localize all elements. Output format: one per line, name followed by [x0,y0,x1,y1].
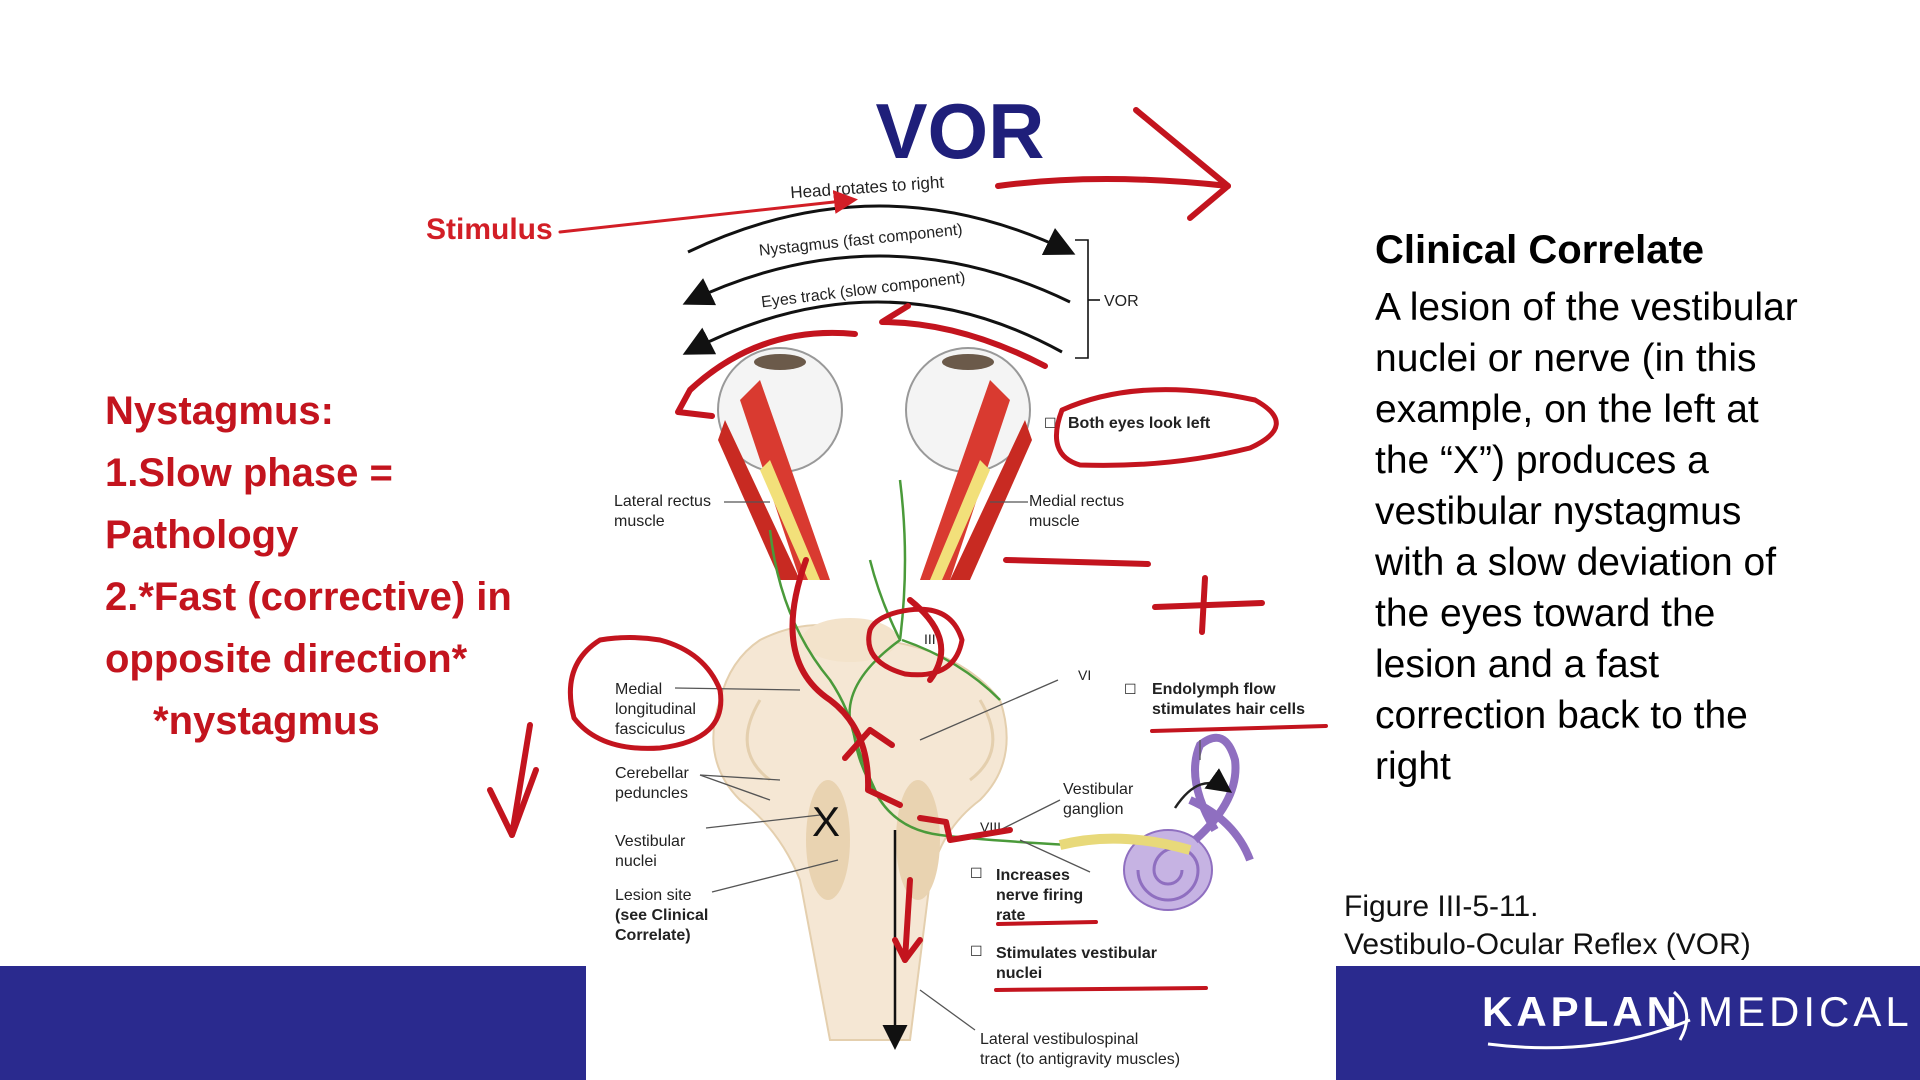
figure-caption: Figure III-5-11. Vestibulo-Ocular Reflex… [1344,888,1751,964]
nystagmus-line-4: opposite direction* [105,637,468,681]
lesion-site-label-3: Correlate) [615,927,691,944]
vestibular-ganglion-label: Vestibular [1063,781,1134,798]
cc-line: lesion and a fast [1375,643,1660,686]
medial-rectus-label: Medial rectus [1029,493,1124,510]
right-eye [905,347,1032,580]
vestibular-nuclei-label: Vestibular [615,833,686,850]
clinical-correlate-title: Clinical Correlate [1375,228,1705,272]
vor-bracket-label: VOR [1104,293,1139,310]
cc-line: the “X”) produces a [1375,439,1709,482]
inner-ear [1058,733,1254,911]
eyes-track-label: Eyes track (slow component) [760,269,966,311]
clinical-correlate-body: A lesion of the vestibular nuclei or ner… [1375,282,1895,792]
stimulus-label: Stimulus [426,213,553,246]
footer-bar-right [1336,966,1920,1080]
increases-label: Increases [996,867,1070,884]
left-eye [717,347,843,580]
nystagmus-notes: Nystagmus: 1.Slow phase = Pathology 2.*F… [105,380,512,752]
cc-line: nuclei or nerve (in this [1375,337,1757,380]
kaplan-medical-logo: KAPLAN MEDICAL [1478,982,1909,1052]
cc-line: example, on the left at [1375,388,1759,431]
endolymph-label: Endolymph flow [1152,681,1276,698]
medial-rectus-label-2: muscle [1029,513,1080,530]
cc-line: with a slow deviation of [1375,541,1777,584]
endolymph-label-2: stimulates hair cells [1152,701,1305,718]
cc-line: correction back to the [1375,694,1748,737]
red-annotations [487,107,1328,992]
bullet-icon: ☐ [1124,681,1137,697]
nystagmus-heading: Nystagmus: [105,389,334,433]
nystagmus-fast-label: Nystagmus (fast component) [758,221,963,259]
bullet-icon: ☐ [1044,415,1057,431]
bullet-icon: ☐ [970,943,983,959]
lateral-rectus-label: Lateral rectus [614,493,711,510]
figure-number: Figure III-5-11. [1344,890,1539,923]
mlf-label-3: fasciculus [615,721,685,738]
stimulates-label: Stimulates vestibular [996,945,1157,962]
footer-bar-left [0,966,586,1080]
cc-line: right [1375,745,1451,788]
lesion-site-label-2: (see Clinical [615,907,708,924]
nystagmus-line-5: *nystagmus [153,699,380,743]
logo-kaplan: KAPLAN [1482,988,1681,1035]
logo-swoosh-icon [1487,990,1691,1050]
lateral-tract-label-2: tract (to antigravity muscles) [980,1051,1180,1068]
brainstem [712,618,1008,1041]
cc-line: the eyes toward the [1375,592,1716,635]
lesion-site-label: Lesion site [615,887,692,904]
mlf-label: Medial [615,681,662,698]
nystagmus-line-1: 1.Slow phase = [105,451,393,495]
leader-lines [674,501,1201,1031]
increases-label-3: rate [996,907,1025,924]
head-rotates-label: Head rotates to right [790,173,945,203]
cc-line: A lesion of the vestibular [1375,286,1798,329]
lateral-tract-label: Lateral vestibulospinal [980,1031,1138,1048]
vestibular-nuclei-label-2: nuclei [615,853,657,870]
slide-title: VOR [875,87,1045,175]
mlf-label-2: longitudinal [615,701,696,718]
cerebellar-label-2: peduncles [615,785,688,802]
vestibular-ganglion-label-2: ganglion [1063,801,1124,818]
cerebellar-label: Cerebellar [615,765,689,782]
rotation-arcs [682,204,1100,359]
stimulates-label-2: nuclei [996,965,1042,982]
nerve-vi-label: VI [1078,667,1091,683]
lateral-rectus-label-2: muscle [614,513,665,530]
logo-medical: MEDICAL [1698,988,1913,1035]
nystagmus-line-3: 2.*Fast (corrective) in [105,575,512,619]
lesion-x-mark: X [812,798,840,845]
nystagmus-line-2: Pathology [105,513,299,557]
bullet-icon: ☐ [970,865,983,881]
cc-line: vestibular nystagmus [1375,490,1742,533]
increases-label-2: nerve firing [996,887,1083,904]
figure-title: Vestibulo-Ocular Reflex (VOR) [1344,928,1751,961]
both-eyes-label: Both eyes look left [1068,415,1211,432]
nerve-iii-label: III [924,631,936,647]
